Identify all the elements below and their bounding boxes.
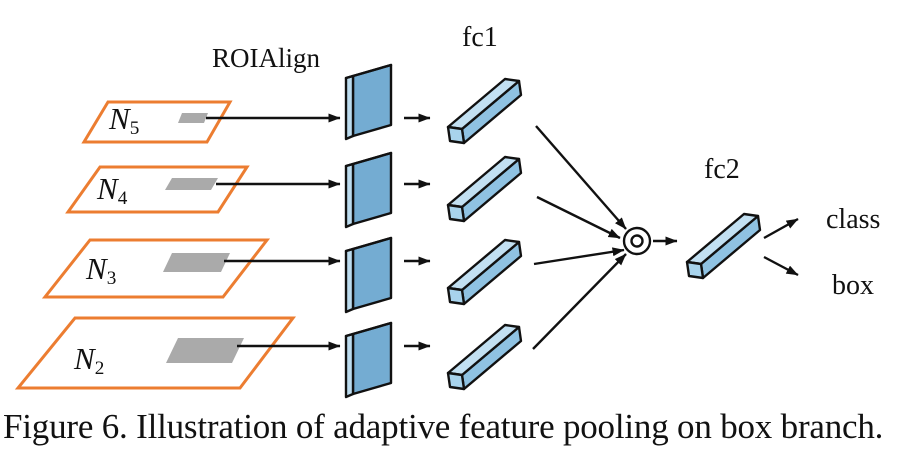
fc2-label: fc2 bbox=[704, 154, 740, 185]
roialign-block-2 bbox=[344, 151, 393, 229]
fc1-label: fc1 bbox=[462, 22, 498, 53]
fc1-bar-4 bbox=[446, 323, 523, 391]
class-output-label: class bbox=[826, 204, 881, 235]
fusion-node-outer-circle bbox=[622, 226, 652, 256]
level-label-n2-base: N bbox=[74, 341, 95, 376]
arrow-fc2-to-class bbox=[763, 217, 799, 240]
level-label-n5: N5 bbox=[109, 103, 139, 138]
fusion-node bbox=[622, 226, 652, 256]
roialign-block-4 bbox=[344, 321, 393, 399]
arrow-fc1-3-to-fusion bbox=[533, 247, 625, 266]
level-label-n2: N2 bbox=[74, 343, 104, 378]
fc1-bar-1 bbox=[446, 77, 523, 145]
fc1-bar-3 bbox=[446, 238, 523, 306]
level-label-n4: N4 bbox=[97, 173, 127, 208]
level-label-n2-sub: 2 bbox=[94, 357, 105, 379]
figure-caption: Figure 6. Illustration of adaptive featu… bbox=[3, 407, 884, 446]
level-label-n4-base: N bbox=[97, 171, 118, 206]
arrow-fc2-to-box bbox=[763, 255, 799, 277]
roi-patch-n2 bbox=[166, 338, 244, 363]
level-label-n4-sub: 4 bbox=[117, 187, 128, 209]
feature-map-n2 bbox=[14, 316, 297, 390]
roi-patch-n5 bbox=[178, 113, 208, 123]
roi-patch-n4 bbox=[165, 178, 218, 190]
level-label-n3-sub: 3 bbox=[106, 267, 117, 289]
diagram-canvas bbox=[14, 63, 799, 399]
arrow-fc1-1-to-fusion bbox=[535, 125, 627, 230]
level-label-n5-sub: 5 bbox=[129, 117, 140, 139]
roialign-block-3 bbox=[344, 236, 393, 314]
roialign-label: ROIAlign bbox=[212, 43, 320, 73]
fc1-bar-2 bbox=[446, 155, 523, 223]
level-label-n5-base: N bbox=[109, 101, 130, 136]
fc2-bar bbox=[685, 212, 762, 280]
arrow-fc1-4-to-fusion bbox=[532, 253, 627, 350]
roialign-block-1 bbox=[344, 63, 393, 141]
level-label-n3-base: N bbox=[86, 251, 107, 286]
feature-map-n4 bbox=[65, 165, 250, 214]
box-output-label: box bbox=[832, 270, 874, 301]
fusion-node-inner-circle bbox=[630, 234, 644, 248]
arrow-fc1-2-to-fusion bbox=[536, 195, 621, 240]
roi-patch-n3 bbox=[163, 253, 230, 272]
feature-map-n3 bbox=[41, 238, 271, 299]
feature-map-n5 bbox=[81, 100, 233, 144]
level-label-n3: N3 bbox=[86, 253, 116, 288]
